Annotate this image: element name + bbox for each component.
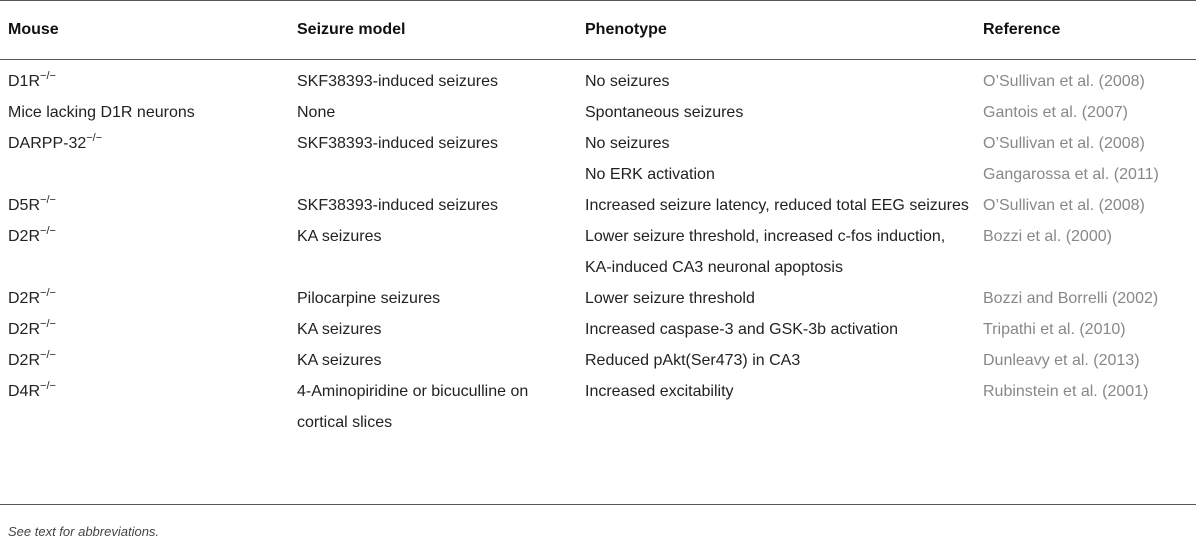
cell-mouse: D2R−/− — [0, 221, 289, 283]
table-row: Mice lacking D1R neurons None Spontaneou… — [0, 97, 1196, 128]
mouse-name: D2R — [8, 352, 41, 369]
cell-mouse: DARPP-32−/− — [0, 128, 289, 159]
cell-mouse: D1R−/− — [0, 60, 289, 97]
cell-mouse: D5R−/− — [0, 190, 289, 221]
table-row: D4R−/− 4-Aminopiridine or bicuculline on… — [0, 376, 1196, 438]
table-row: DARPP-32−/− SKF38393-induced seizures No… — [0, 128, 1196, 159]
cell-mouse: D2R−/− — [0, 314, 289, 345]
column-header-phenotype: Phenotype — [585, 21, 667, 38]
table-header-row: Mouse Seizure model Phenotype Reference — [0, 0, 1196, 60]
table-row: D2R−/− KA seizures Increased caspase-3 a… — [0, 314, 1196, 345]
table-row: D2R−/− Pilocarpine seizures Lower seizur… — [0, 283, 1196, 314]
bottom-rule — [0, 504, 1196, 505]
cell-phenotype: No ERK activation — [585, 166, 715, 183]
cell-reference: Tripathi et al. (2010) — [983, 321, 1126, 338]
mouse-name: D2R — [8, 290, 41, 307]
cell-seizure-model: SKF38393-induced seizures — [297, 197, 499, 214]
table-row: No ERK activation Gangarossa et al. (201… — [0, 159, 1196, 190]
cell-seizure-model: Pilocarpine seizures — [297, 290, 441, 307]
genotype-superscript: −/− — [40, 224, 56, 237]
cell-phenotype: Lower seizure threshold, increased c-fos… — [585, 228, 946, 276]
genotype-superscript: −/− — [40, 286, 56, 299]
cell-reference: Rubinstein et al. (2001) — [983, 383, 1149, 400]
header-rule — [0, 59, 1196, 60]
mouse-name: D5R — [8, 197, 41, 214]
table-row: D2R−/− KA seizures Lower seizure thresho… — [0, 221, 1196, 283]
column-header-mouse: Mouse — [8, 21, 59, 38]
genotype-superscript: −/− — [40, 317, 56, 330]
cell-mouse: Mice lacking D1R neurons — [0, 97, 289, 128]
cell-seizure-model: 4-Aminopiridine or bicuculline on cortic… — [297, 383, 529, 431]
cell-reference: O’Sullivan et al. (2008) — [983, 197, 1145, 214]
cell-phenotype: Reduced pAkt(Ser473) in CA3 — [585, 352, 801, 369]
cell-phenotype: Increased caspase-3 and GSK-3b activatio… — [585, 321, 899, 338]
top-rule — [0, 0, 1196, 1]
column-header-seizure-model: Seizure model — [297, 21, 406, 38]
table-row: D1R−/− SKF38393-induced seizures No seiz… — [0, 60, 1196, 97]
cell-phenotype: Increased excitability — [585, 383, 734, 400]
table-row: D5R−/− SKF38393-induced seizures Increas… — [0, 190, 1196, 221]
cell-reference: Gantois et al. (2007) — [983, 104, 1128, 121]
mouse-name: D1R — [8, 73, 41, 90]
cell-reference: Dunleavy et al. (2013) — [983, 352, 1140, 369]
genotype-superscript: −/− — [40, 379, 56, 392]
cell-reference: Bozzi and Borrelli (2002) — [983, 290, 1159, 307]
genotype-superscript: −/− — [40, 348, 56, 361]
cell-seizure-model: SKF38393-induced seizures — [297, 135, 499, 152]
cell-phenotype: Lower seizure threshold — [585, 290, 755, 307]
cell-seizure-model — [289, 159, 577, 190]
genotype-superscript: −/− — [40, 193, 56, 206]
cell-phenotype: No seizures — [585, 73, 670, 90]
mouse-name: D2R — [8, 228, 41, 245]
cell-seizure-model: KA seizures — [297, 228, 382, 245]
mouse-name: Mice lacking D1R neurons — [8, 104, 195, 121]
genotype-superscript: −/− — [86, 131, 103, 144]
cell-mouse — [0, 159, 289, 190]
table-footnote: See text for abbreviations. — [8, 524, 160, 539]
cell-seizure-model: KA seizures — [297, 352, 382, 369]
cell-reference: Bozzi et al. (2000) — [983, 228, 1112, 245]
cell-phenotype: No seizures — [585, 135, 670, 152]
mouse-phenotype-table: Mouse Seizure model Phenotype Reference … — [0, 0, 1196, 438]
mouse-name: D4R — [8, 383, 41, 400]
cell-phenotype: Spontaneous seizures — [585, 104, 744, 121]
cell-mouse: D4R−/− — [0, 376, 289, 438]
cell-reference: O’Sullivan et al. (2008) — [983, 73, 1145, 90]
cell-seizure-model: SKF38393-induced seizures — [297, 73, 499, 90]
cell-seizure-model: KA seizures — [297, 321, 382, 338]
genotype-superscript: −/− — [40, 69, 56, 82]
table-body: D1R−/− SKF38393-induced seizures No seiz… — [0, 60, 1196, 438]
table-row: D2R−/− KA seizures Reduced pAkt(Ser473) … — [0, 345, 1196, 376]
cell-reference: Gangarossa et al. (2011) — [983, 166, 1159, 183]
cell-reference: O’Sullivan et al. (2008) — [983, 135, 1145, 152]
cell-mouse: D2R−/− — [0, 345, 289, 376]
cell-phenotype: Increased seizure latency, reduced total… — [585, 197, 969, 214]
cell-seizure-model: None — [297, 104, 336, 121]
mouse-name: D2R — [8, 321, 41, 338]
mouse-name: DARPP-32 — [8, 135, 87, 152]
cell-mouse: D2R−/− — [0, 283, 289, 314]
column-header-reference: Reference — [983, 21, 1061, 38]
